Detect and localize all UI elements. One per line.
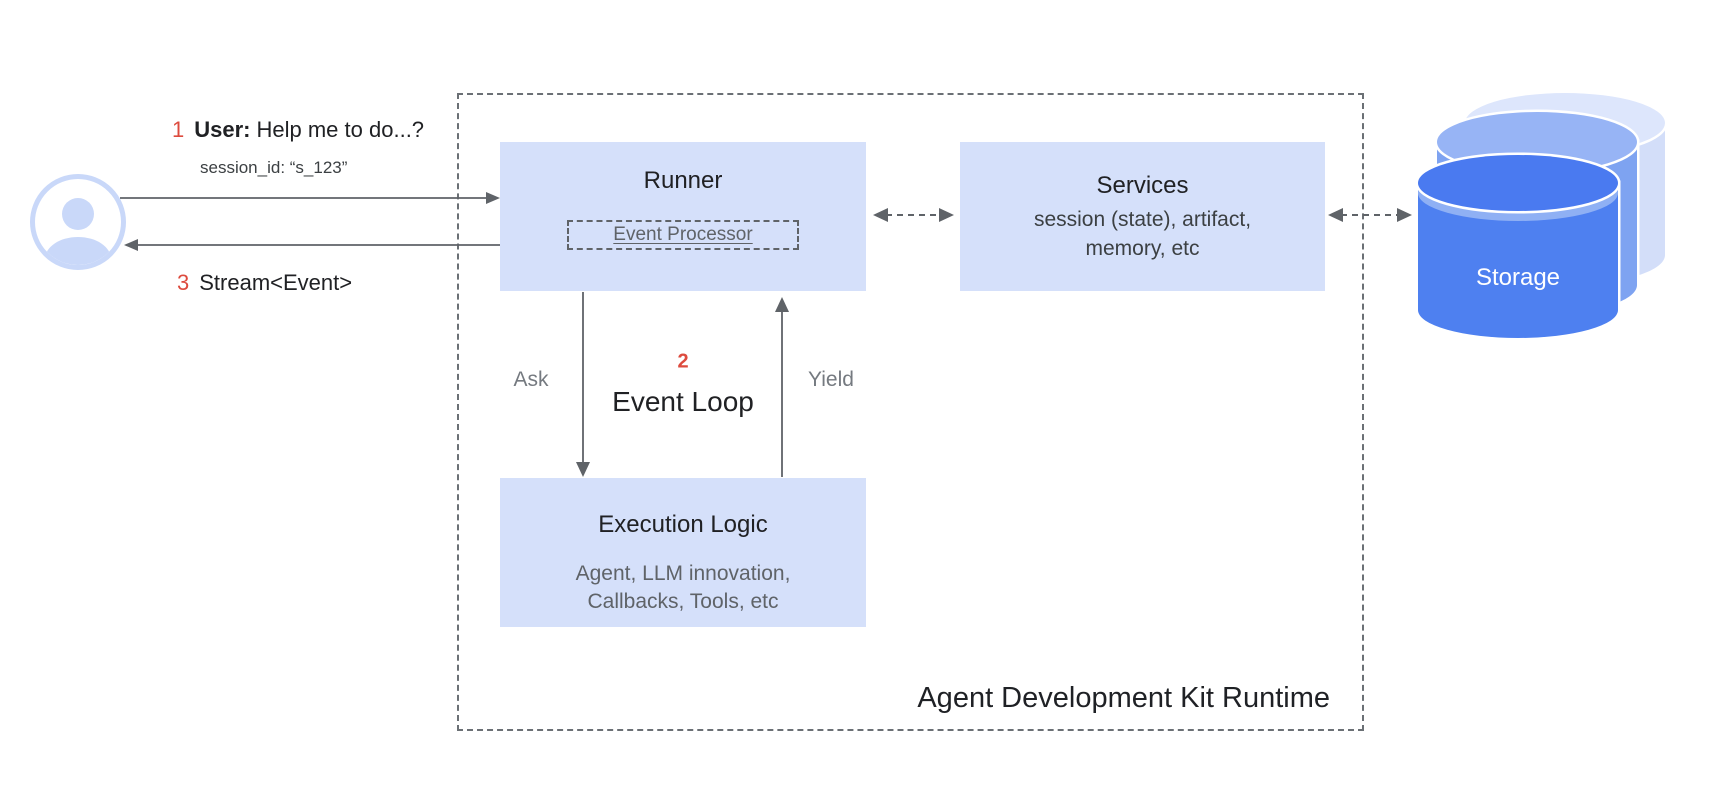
session-id-text: session_id: “s_123” xyxy=(200,158,348,177)
runner-box: Runner Event Processor xyxy=(500,142,866,291)
storage-cylinder-front xyxy=(1415,152,1621,341)
response-arrow xyxy=(124,239,500,251)
storage-icon: Storage xyxy=(1415,90,1668,341)
request-message: Help me to do...? xyxy=(256,117,425,142)
execution-logic-box: Execution Logic Agent, LLM innovation, C… xyxy=(500,478,866,627)
user-request-text: 1 User:Help me to do...? xyxy=(172,117,424,143)
services-subtitle-line2: memory, etc xyxy=(1085,236,1200,260)
avatar-shoulders xyxy=(45,237,111,265)
adk-runtime-label: Agent Development Kit Runtime xyxy=(917,682,1330,714)
ask-label: Ask xyxy=(513,368,549,391)
adk-runtime-container: Agent Development Kit Runtime xyxy=(457,93,1364,731)
services-subtitle: session (state), artifact, memory, etc xyxy=(1034,205,1251,263)
step-number-1: 1 xyxy=(172,117,185,142)
runner-title: Runner xyxy=(643,167,723,194)
yield-label: Yield xyxy=(808,368,854,391)
step-number-2: 2 xyxy=(677,350,689,373)
event-processor-label: Event Processor xyxy=(613,224,753,245)
services-title: Services xyxy=(1096,171,1189,199)
step-number-3: 3 xyxy=(177,270,190,295)
execution-subtitle-line2: Callbacks, Tools, etc xyxy=(587,590,779,613)
execution-logic-subtitle: Agent, LLM innovation, Callbacks, Tools,… xyxy=(576,560,791,616)
execution-logic-title: Execution Logic xyxy=(598,511,768,538)
request-speaker: User: xyxy=(194,117,251,142)
avatar-head xyxy=(62,198,94,230)
request-arrow xyxy=(120,192,500,204)
services-box: Services session (state), artifact, memo… xyxy=(960,142,1325,291)
execution-subtitle-line1: Agent, LLM innovation, xyxy=(575,562,791,585)
stream-message: Stream<Event> xyxy=(199,270,353,295)
storage-label: Storage xyxy=(1476,264,1560,291)
event-processor-box: Event Processor xyxy=(567,220,799,250)
user-avatar-icon xyxy=(30,174,126,270)
stream-event-text: 3 Stream<Event> xyxy=(177,270,352,296)
services-subtitle-line1: session (state), artifact, xyxy=(1033,207,1252,231)
event-loop-label: Event Loop xyxy=(612,386,754,417)
